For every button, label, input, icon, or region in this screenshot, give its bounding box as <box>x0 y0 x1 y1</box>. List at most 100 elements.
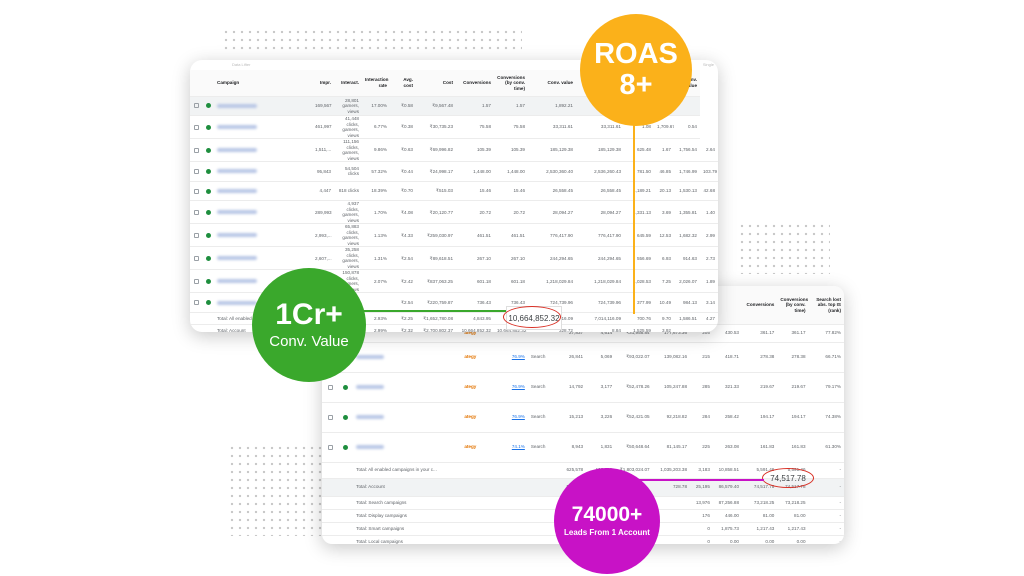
row-checkbox[interactable] <box>193 278 199 284</box>
campaign-name-cell[interactable] <box>214 223 302 248</box>
row-checkbox-cell[interactable] <box>190 269 202 294</box>
row-cell: ₹0.44 <box>390 161 416 182</box>
campaign-name-cell[interactable] <box>214 181 302 202</box>
row-cell: 161.83 <box>777 432 809 463</box>
row-checkbox[interactable] <box>327 444 333 450</box>
campaign-name-cell[interactable] <box>214 115 302 140</box>
header-checkbox[interactable] <box>190 70 202 97</box>
header-col-1[interactable]: Impr. <box>312 70 334 97</box>
row-checkbox-cell[interactable] <box>190 223 202 248</box>
bid-strategy-cell[interactable]: ategy <box>461 342 497 373</box>
row-checkbox[interactable] <box>193 188 199 194</box>
row-cell: 14,792 <box>554 372 587 403</box>
bid-strategy-cell[interactable]: ategy <box>461 372 497 403</box>
campaign-name-cell[interactable] <box>214 138 302 163</box>
header-col-8[interactable]: Conv. value <box>528 70 576 97</box>
header-conversions[interactable]: Conversions <box>742 286 778 325</box>
header-col-5[interactable]: Cost <box>416 70 456 97</box>
row-checkbox[interactable] <box>327 414 333 420</box>
row-checkbox[interactable] <box>327 384 333 390</box>
status-dot <box>205 232 211 238</box>
total-spacer <box>496 496 528 510</box>
row-checkbox-cell[interactable] <box>190 181 202 202</box>
header-col-7[interactable]: Conversions (by conv. time) <box>494 70 528 97</box>
blurred-campaign-name <box>356 415 385 420</box>
row-cell: ₹2.54 <box>390 246 416 271</box>
header-conversions-by-time[interactable]: Conversions (by conv. time) <box>777 286 809 325</box>
campaign-name-cell[interactable] <box>353 342 462 373</box>
campaign-name-cell[interactable] <box>353 372 462 403</box>
row-cell: 285 <box>690 372 713 403</box>
optimization-score-link[interactable]: 76.9% <box>496 402 528 433</box>
total-cell: ₹2.25 <box>390 312 416 325</box>
blurred-campaign-name <box>356 385 385 390</box>
row-checkbox-cell[interactable] <box>190 292 202 313</box>
campaign-name-cell[interactable] <box>353 432 462 463</box>
row-checkbox-cell[interactable] <box>190 246 202 271</box>
header-campaign[interactable]: Campaign <box>214 70 302 97</box>
row-status-cell <box>202 200 214 225</box>
row-cell: ₹2.42 <box>390 269 416 294</box>
row-checkbox-cell[interactable] <box>190 115 202 140</box>
campaign-name-cell[interactable] <box>214 200 302 225</box>
total-cell: 3,183 <box>690 462 713 479</box>
total-label: Total: Display campaigns <box>353 509 497 523</box>
row-checkbox-cell[interactable] <box>190 200 202 225</box>
campaign-name-cell[interactable] <box>353 402 462 433</box>
row-checkbox[interactable] <box>193 255 199 261</box>
row-checkbox-cell[interactable] <box>322 372 339 403</box>
campaign-name-cell[interactable] <box>214 161 302 182</box>
row-checkbox-cell[interactable] <box>190 161 202 182</box>
total-spacer <box>338 462 354 479</box>
header-col-3[interactable]: Interaction rate <box>362 70 390 97</box>
row-cell: 1,530.13 <box>674 181 700 202</box>
total-spacer <box>322 509 339 523</box>
row-checkbox[interactable] <box>193 209 199 215</box>
row-checkbox-cell[interactable] <box>322 402 339 433</box>
row-checkbox[interactable] <box>193 168 199 174</box>
row-checkbox[interactable] <box>193 147 199 153</box>
campaign-name-cell[interactable] <box>214 96 302 117</box>
row-checkbox-cell[interactable] <box>190 138 202 163</box>
header-col-2[interactable]: Interact. <box>334 70 362 97</box>
row-cell: 625.48 <box>624 138 654 163</box>
row-checkbox[interactable] <box>193 124 199 130</box>
total-spacer <box>527 496 555 510</box>
header-col-6[interactable]: Conversions <box>456 70 494 97</box>
magenta-connector-line <box>638 479 764 481</box>
row-cell: 0.54 <box>674 115 700 140</box>
blurred-campaign-name <box>356 445 385 450</box>
row-checkbox[interactable] <box>193 103 199 109</box>
campaign-name-cell[interactable] <box>214 246 302 271</box>
header-search-lost[interactable]: Search lost abs. top IS (rank) <box>808 286 844 325</box>
optimization-score-link[interactable]: 76.9% <box>496 372 528 403</box>
optimization-score-link[interactable]: 74.1% <box>496 432 528 463</box>
optimization-score-link[interactable]: 76.9% <box>496 342 528 373</box>
row-checkbox-cell[interactable] <box>190 96 202 117</box>
bid-strategy-cell[interactable]: ategy <box>461 432 497 463</box>
row-cell: 139,082.16 <box>652 342 691 373</box>
row-checkbox-cell[interactable] <box>322 432 339 463</box>
header-col-4[interactable]: Avg. cost <box>390 70 416 97</box>
row-cell: 1.67 <box>654 138 674 163</box>
row-status-cell <box>202 246 214 271</box>
row-checkbox[interactable] <box>193 232 199 238</box>
row-cell: 41,448 clicks, gamers, views <box>334 115 362 140</box>
bid-strategy-cell[interactable]: ategy <box>461 402 497 433</box>
row-spacer <box>302 96 312 117</box>
row-checkbox[interactable] <box>193 300 199 306</box>
total-spacer <box>496 509 528 523</box>
row-cell: 7.25 <box>654 269 674 294</box>
row-cell: 2.73 <box>700 246 718 271</box>
